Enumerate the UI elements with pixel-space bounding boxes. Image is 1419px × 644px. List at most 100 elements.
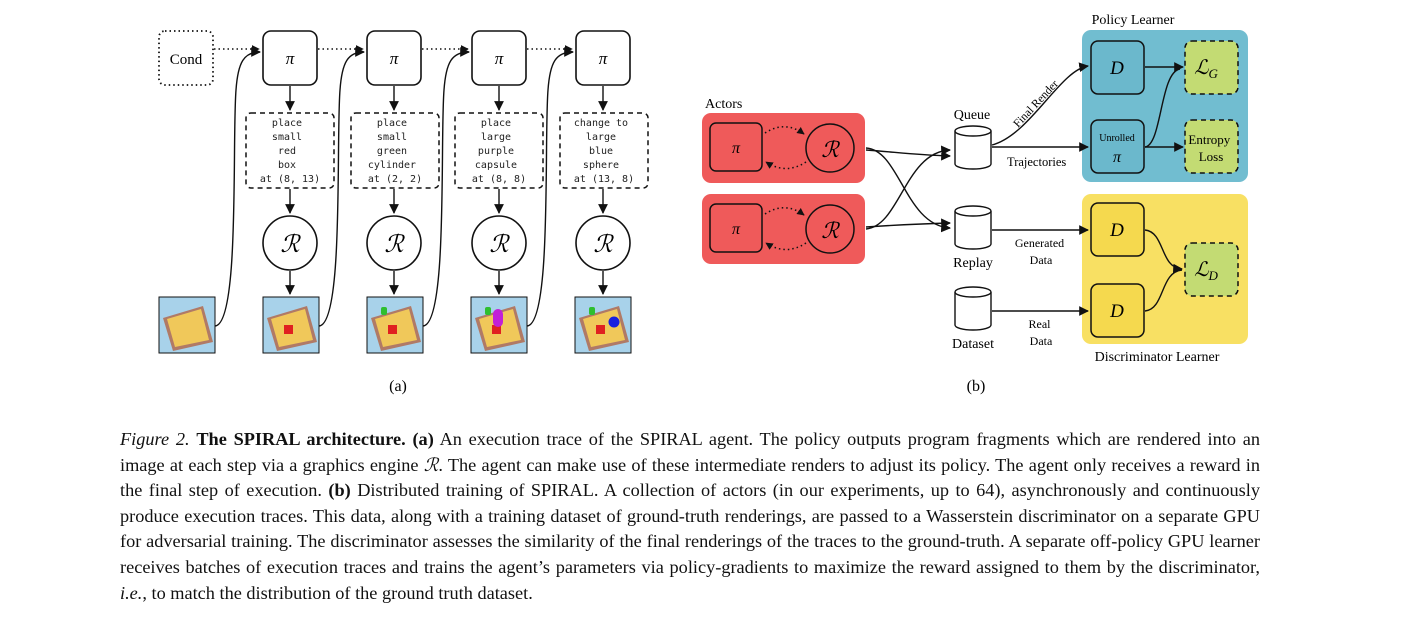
trace-step-2: π place small green cylinder at (2, 2) ℛ [350,30,440,295]
blue-sphere-object [608,316,620,328]
replay-label: Replay [953,256,993,271]
discriminator-generated-node [1090,202,1145,257]
panel-a-sublabel: (a) [389,378,407,395]
actor-renderer-node [805,123,855,173]
policy-symbol: π [732,140,741,157]
cond-node [158,30,214,86]
discriminator-loss-node [1184,242,1239,297]
renderer-node [471,215,527,271]
red-box-object [492,325,501,334]
render-image-step-4 [574,296,632,354]
generator-loss-node [1184,40,1239,95]
actors-label: Actors [705,97,742,112]
program-fragment-box [559,112,649,189]
program-fragment-box [350,112,440,189]
renderer-symbol: ℛ [821,218,840,243]
feedback-arrow [422,47,470,327]
queue-buffer: Queue [954,108,992,170]
renderer-symbol: ℛ [489,232,510,258]
trajectories-label: Trajectories [1007,155,1066,169]
renderer-node [366,215,422,271]
discriminator-learner-title: Discriminator Learner [1095,350,1220,365]
policy-node [471,30,527,86]
red-box-object [596,325,605,334]
renderer-symbol: ℛ [821,137,840,162]
trace-step-1: π place small red box at (8, 13) ℛ [245,30,335,295]
discriminator-real-node [1090,283,1145,338]
caption-part-b: (b) [328,480,351,501]
caption-ie: i.e. [120,582,143,603]
render-image-step-1 [262,296,320,354]
actor-1: π ℛ [702,113,865,183]
initial-render-image [158,296,216,354]
policy-node [575,30,631,86]
d-symbol: D [1109,220,1124,241]
policy-symbol: π [732,221,741,238]
renderer-symbol: ℛ [384,232,405,258]
render-image-step-3 [470,296,528,354]
unrolled-policy-node [1090,119,1145,174]
panel-b-sublabel: (b) [967,378,986,395]
renderer-symbol: ℛ [280,232,301,258]
program-fragment-box [454,112,544,189]
green-cylinder-object [589,307,595,315]
feedback-arrow [214,47,261,327]
figure-caption: Figure 2. The SPIRAL architecture. (a) A… [120,427,1260,606]
feedback-arrow [526,47,574,327]
actor-to-replay-arrow [865,147,951,233]
policy-node [262,30,318,86]
program-fragment-box [245,112,335,189]
caption-part-a: (a) [412,429,434,449]
actor-renderer-node [805,204,855,254]
d-symbol: D [1109,301,1124,322]
green-cylinder-object [485,307,491,315]
renderer-node [262,215,318,271]
red-box-object [284,325,293,334]
program-fragment-text: change to large blue sphere at (13, 8) [574,118,634,185]
policy-learner-title: Policy Learner [1092,13,1175,28]
policy-symbol: π [1113,149,1122,166]
feedback-arrow [318,47,365,327]
actor-to-queue-arrow [865,149,951,161]
policy-node [366,30,422,86]
actor-to-replay-arrow [865,218,951,229]
renderer-symbol: ℛ [593,232,614,258]
loss-g-label: ℒG [1194,57,1218,81]
render-image-step-2 [366,296,424,354]
caption-title: The SPIRAL architecture. [196,429,406,449]
final-render-label: Final Render [1011,78,1061,130]
actor-policy-node [709,122,763,172]
policy-learner: Policy Learner D Unrolled π ℒG Entropy L… [1082,13,1248,182]
queue-label: Queue [954,108,991,123]
dataset-label: Dataset [952,337,994,352]
actor-2: π ℛ [702,194,865,264]
replay-buffer: Replay [953,205,993,271]
cond-label: Cond [170,52,203,68]
caption-text-a1: An execution trace of the SPIRAL agent. … [120,429,1261,475]
unrolled-label: Unrolled [1099,133,1135,144]
program-fragment-text: place small green cylinder at (2, 2) [368,118,422,185]
loss-d-label: ℒD [1194,259,1218,283]
renderer-node [575,215,631,271]
purple-capsule-object [493,309,503,327]
entropy-loss-node [1184,119,1239,174]
trace-step-4: π change to large blue sphere at (13, 8)… [559,30,649,295]
generated-data-label: Generated Data [1015,236,1067,267]
real-data-label: Real Data [1029,317,1054,348]
policy-symbol: π [286,49,295,68]
actor-to-queue-arrow [865,145,951,230]
caption-text-b2: , to match the distribution of the groun… [142,582,533,603]
program-fragment-text: place large purple capsule at (8, 8) [472,118,526,185]
policy-symbol: π [495,49,504,68]
panel-a: Cond π place small red box at (8, 13) ℛ [158,30,649,395]
discriminator-learner: D D ℒD Discriminator Learner [1082,194,1248,365]
policy-learner-discriminator [1090,40,1145,95]
red-box-object [388,325,397,334]
green-cylinder-object [381,307,387,315]
policy-symbol: π [599,49,608,68]
program-fragment-text: place small red box at (8, 13) [260,118,320,185]
caption-renderer-symbol: ℛ [423,454,439,476]
caption-text-b1: Distributed training of SPIRAL. A collec… [120,480,1260,577]
entropy-loss-label: Entropy Loss [1188,132,1233,164]
caption-text-a2: . The agent can make use of these interm… [120,454,1260,501]
